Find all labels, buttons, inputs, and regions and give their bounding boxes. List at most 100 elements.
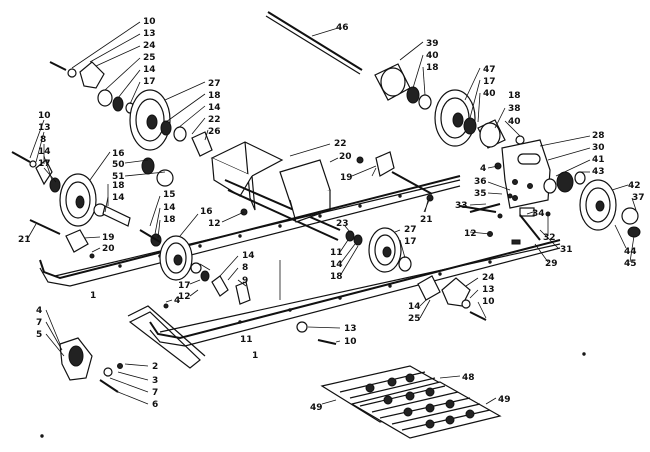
label-16: 16 [200,207,213,217]
label-16: 16 [112,149,125,159]
left-slide-rail [39,175,461,287]
label-14: 14 [330,260,343,270]
label-10: 10 [344,337,357,347]
label-10: 10 [38,111,51,121]
wheel-27-upper [129,81,213,157]
label-19: 19 [102,233,115,243]
label-21: 21 [420,215,433,225]
label-48: 48 [462,373,475,383]
label-49: 49 [498,395,511,405]
label-8: 8 [242,263,248,273]
label-5: 5 [36,330,42,340]
label-38: 38 [508,104,521,114]
label-13: 13 [344,324,357,334]
lower-left-bracket-items [45,299,206,405]
label-31: 31 [560,245,573,255]
label-14: 14 [242,251,255,261]
label-27: 27 [208,79,221,89]
upper-left-bolt-cluster [49,21,141,114]
label-20: 20 [339,152,352,162]
label-25: 25 [143,53,156,63]
label-12: 12 [464,229,477,239]
label-18: 18 [508,91,521,101]
label-44: 44 [624,247,637,257]
label-23: 23 [336,219,349,229]
label-13: 13 [38,123,51,133]
label-1: 1 [90,291,96,301]
left-end-pieces [27,219,101,259]
shaft-46 [265,11,363,75]
label-29: 29 [545,259,558,269]
label-37: 37 [632,193,645,203]
label-26: 26 [208,127,221,137]
right-plate-assembly [469,135,591,263]
label-33: 33 [455,201,468,211]
right-end-pieces [351,165,433,213]
center-crossbar-frame [210,141,434,241]
label-43: 43 [592,167,605,177]
label-14: 14 [143,65,156,75]
washer-bolt-center [279,260,341,345]
label-25: 25 [408,314,421,324]
label-50: 50 [112,160,125,170]
label-14: 14 [208,103,221,113]
label-24: 24 [143,41,156,51]
label-18: 18 [208,91,221,101]
label-34: 34 [532,209,545,219]
label-2: 2 [152,362,158,372]
label-15: 15 [163,190,176,200]
label-22: 22 [334,139,347,149]
label-20: 20 [102,244,115,254]
label-7: 7 [36,318,42,328]
label-17: 17 [483,77,496,87]
label-14: 14 [163,203,176,213]
label-21: 21 [18,235,31,245]
label-18: 18 [426,63,439,73]
label-4: 4 [36,306,42,316]
label-14: 14 [408,302,421,312]
label-40: 40 [483,89,496,99]
label-11: 11 [330,248,343,258]
label-12: 12 [178,292,191,302]
label-28: 28 [592,131,605,141]
callout-labels: 46 39 40 18 47 17 40 18 38 40 10 13 24 2… [18,17,645,413]
lower-left-wheel [139,195,211,281]
idler-assembly-right [374,41,525,149]
label-17: 17 [178,281,191,291]
label-35: 35 [474,189,487,199]
label-13: 13 [143,29,156,39]
label-17: 17 [404,237,417,247]
label-19: 19 [340,173,353,183]
center-lower-wheel [339,225,412,277]
label-51: 51 [112,172,125,182]
label-22: 22 [208,115,221,125]
lower-center-parts [189,255,251,305]
label-1: 1 [252,351,258,361]
label-41: 41 [592,155,605,165]
label-49: 49 [310,403,323,413]
label-14: 14 [38,147,51,157]
label-6: 6 [152,400,158,410]
label-46: 46 [336,23,349,33]
label-18: 18 [163,215,176,225]
label-18: 18 [330,272,343,282]
track-section [320,365,502,439]
far-right-wheel [579,179,641,263]
label-3: 3 [152,376,158,386]
label-24: 24 [482,273,495,283]
right-slide-rail [149,239,561,347]
label-9: 9 [242,276,248,286]
misc-hardware [40,205,586,438]
label-27: 27 [404,225,417,235]
label-10: 10 [482,297,495,307]
label-8: 8 [40,135,46,145]
label-18: 18 [112,181,125,191]
label-39: 39 [426,39,439,49]
label-4: 4 [480,164,486,174]
label-40: 40 [508,117,521,127]
lower-right-cluster [417,275,487,321]
label-7: 7 [152,388,158,398]
label-11: 11 [240,335,253,345]
label-10: 10 [143,17,156,27]
